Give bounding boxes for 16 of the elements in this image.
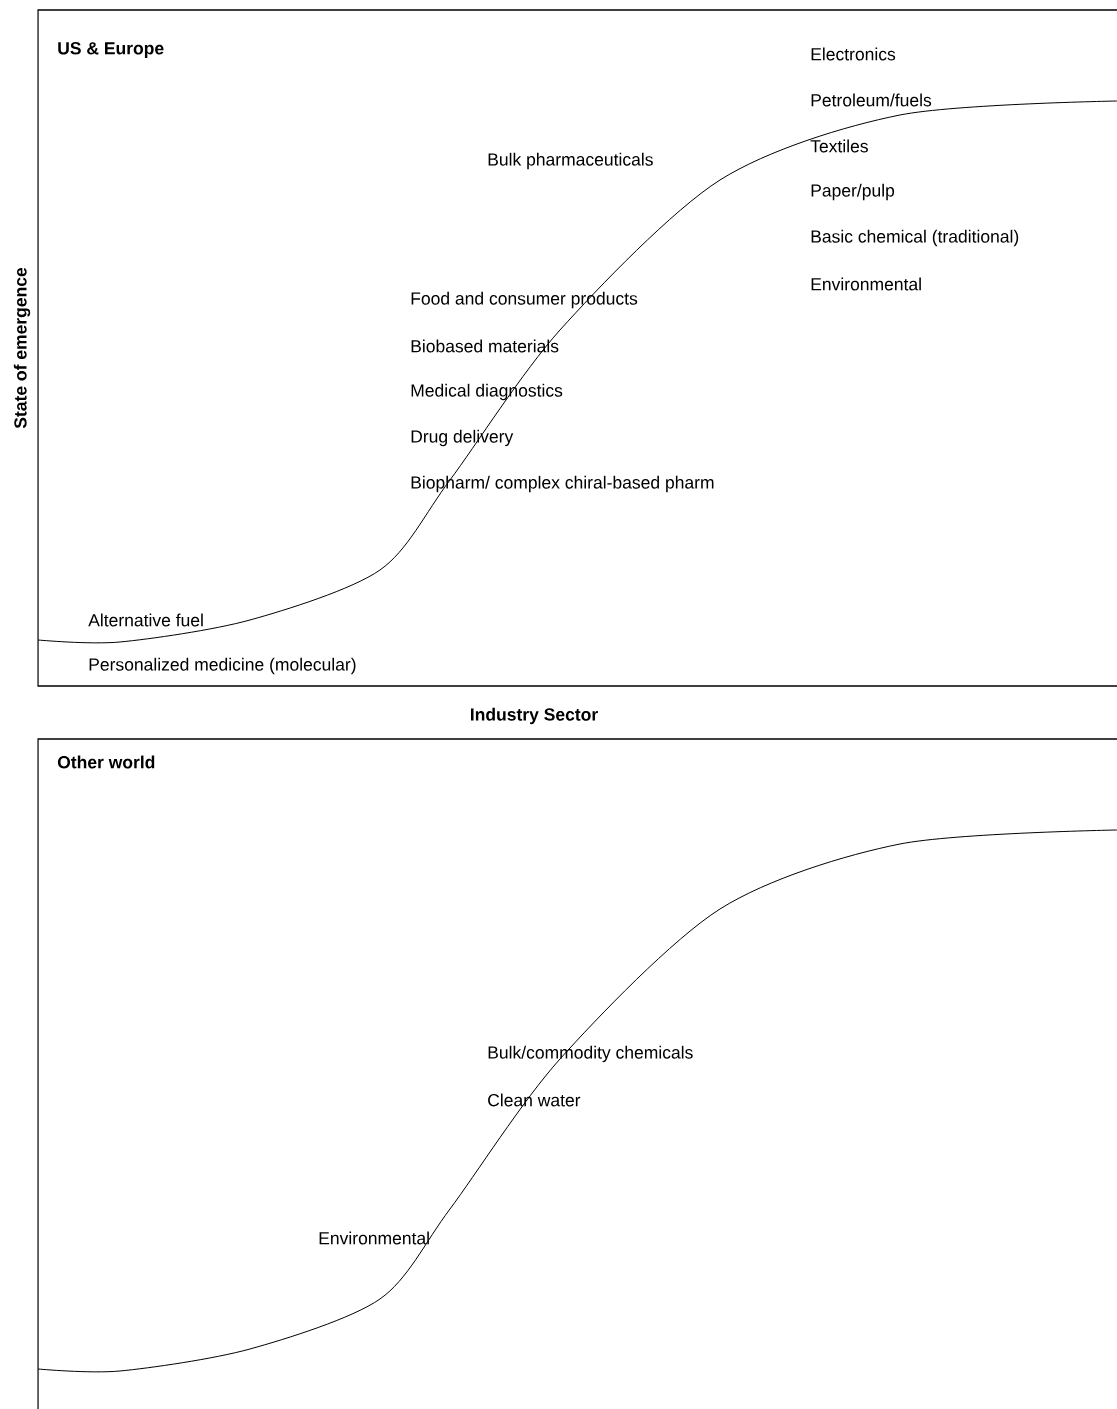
category-label: Biopharm/ complex chiral-based pharm (411, 475, 714, 493)
category-label: Environmental (319, 1231, 429, 1245)
category-label: Food and consumer products (411, 291, 638, 309)
category-label: Personalized medicine (molecular) (89, 657, 356, 675)
category-label: Environmental (811, 277, 921, 291)
category-label: Alternative fuel (88, 613, 203, 627)
category-label: Petroleum/fuels (811, 93, 932, 107)
category-label: Bulk pharmaceuticals (488, 152, 653, 170)
category-label: Biobased materials (411, 339, 559, 353)
category-label: Basic chemical (traditional) (811, 229, 1019, 247)
category-label: Electronics (811, 47, 896, 61)
category-label: Paper/pulp (811, 183, 895, 201)
category-label: Bulk/commodity chemicals (488, 1045, 693, 1063)
category-label: Drug delivery (411, 429, 514, 447)
axis-label: Industry Sector (471, 707, 598, 725)
category-label: Textiles (810, 139, 868, 153)
